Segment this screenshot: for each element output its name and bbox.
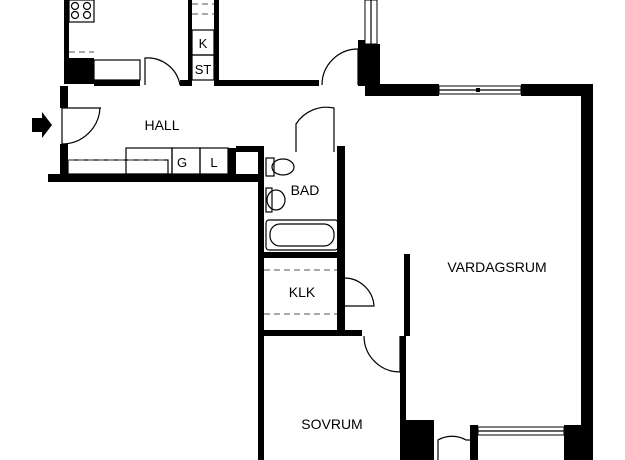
balcony-door	[437, 435, 470, 460]
wardrobe-label-l: L	[210, 155, 217, 170]
hall-door-top-right	[321, 48, 359, 86]
living-room-area	[363, 254, 593, 460]
entrance-door	[61, 107, 101, 145]
closet-klk-area	[264, 269, 375, 336]
bathroom-area	[258, 106, 345, 460]
stove-icon	[70, 1, 92, 20]
toilet-icon	[265, 157, 295, 177]
closet-label-st: ST	[195, 62, 212, 77]
hall-area	[48, 86, 263, 182]
room-label-klk: KLK	[289, 284, 316, 300]
living-window-top	[438, 85, 522, 95]
kitchen-area	[64, 0, 188, 86]
living-window-bottom	[477, 426, 565, 436]
top-window	[364, 0, 378, 45]
wardrobe-label-g: G	[177, 155, 187, 170]
room-label-bad: BAD	[291, 182, 320, 198]
bathroom-door	[295, 106, 335, 152]
room-label-sovrum: SOVRUM	[301, 416, 362, 432]
closet-label-k: K	[199, 36, 208, 51]
room-label-vardagsrum: VARDAGSRUM	[447, 259, 546, 275]
entrance-arrow-icon	[32, 112, 52, 138]
sink-icon	[265, 187, 286, 213]
room-label-hall: HALL	[144, 117, 179, 133]
bathtub-icon	[265, 219, 339, 251]
bedroom-door	[363, 335, 401, 373]
closet-column	[188, 0, 219, 86]
klk-door	[343, 277, 375, 307]
kitchen-door	[144, 57, 181, 86]
